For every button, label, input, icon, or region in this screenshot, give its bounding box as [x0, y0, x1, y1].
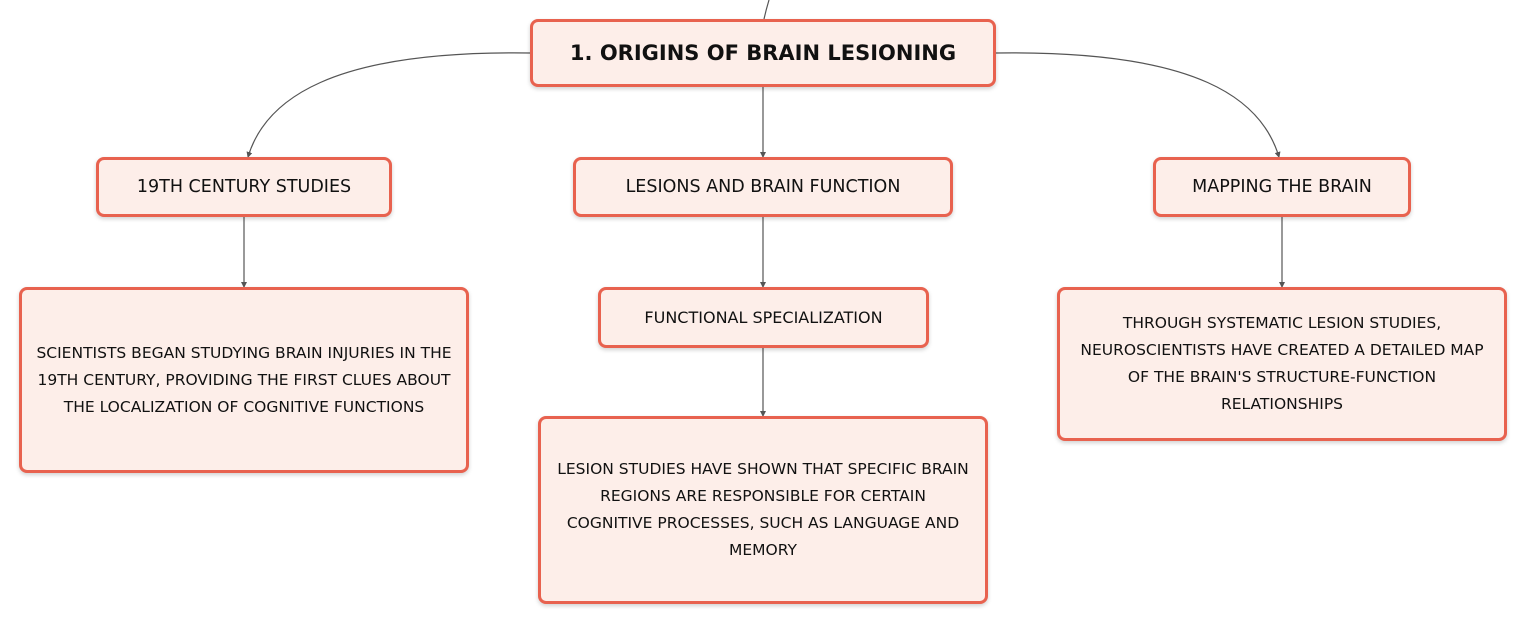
root-node-label: 1. ORIGINS OF BRAIN LESIONING — [569, 41, 957, 65]
node-mapping-the-brain-label: MAPPING THE BRAIN — [1192, 177, 1372, 197]
connector-root-to-mapping — [995, 52, 1281, 158]
connector-root-to-19th-century — [246, 52, 531, 158]
node-19th-century-studies-label: 19TH CENTURY STUDIES — [136, 177, 352, 197]
node-mapping-description[interactable]: THROUGH SYSTEMATIC LESION STUDIES, NEURO… — [1057, 287, 1507, 441]
root-node[interactable]: 1. ORIGINS OF BRAIN LESIONING — [530, 19, 996, 87]
node-functional-specialization-description[interactable]: LESION STUDIES HAVE SHOWN THAT SPECIFIC … — [538, 416, 988, 604]
node-19th-century-studies[interactable]: 19TH CENTURY STUDIES — [96, 157, 392, 217]
node-lesions-and-brain-function[interactable]: LESIONS AND BRAIN FUNCTION — [573, 157, 953, 217]
node-19th-century-description[interactable]: SCIENTISTS BEGAN STUDYING BRAIN INJURIES… — [19, 287, 469, 473]
node-lesions-and-brain-function-label: LESIONS AND BRAIN FUNCTION — [625, 177, 901, 197]
incoming-connector — [763, 0, 770, 20]
node-functional-specialization-description-text: LESION STUDIES HAVE SHOWN THAT SPECIFIC … — [557, 460, 969, 559]
node-mapping-the-brain[interactable]: MAPPING THE BRAIN — [1153, 157, 1411, 217]
node-19th-century-description-text: SCIENTISTS BEGAN STUDYING BRAIN INJURIES… — [36, 343, 452, 416]
node-functional-specialization[interactable]: FUNCTIONAL SPECIALIZATION — [598, 287, 929, 348]
node-mapping-description-text: THROUGH SYSTEMATIC LESION STUDIES, NEURO… — [1080, 314, 1484, 413]
node-functional-specialization-label: FUNCTIONAL SPECIALIZATION — [644, 308, 883, 327]
